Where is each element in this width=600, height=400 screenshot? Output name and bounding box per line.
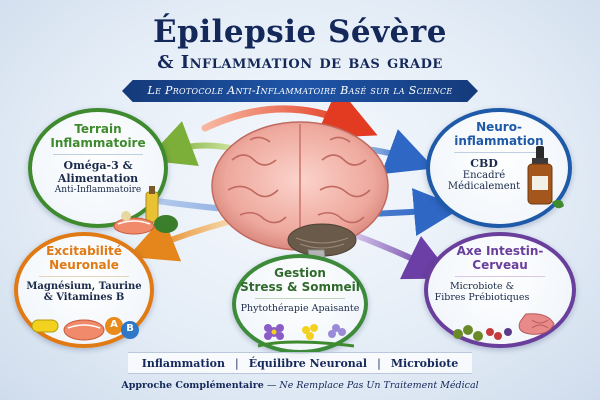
page-subtitle: & Inflammation de bas grade — [157, 52, 443, 73]
legend-microbiote: Microbiote — [390, 356, 459, 370]
protocol-banner: Le Protocole Anti-Inflammatoire Basé sur… — [122, 80, 478, 102]
arrow-red — [201, 87, 378, 139]
arrow-purple — [352, 232, 454, 280]
legend-separator: | — [234, 356, 239, 370]
vitamin-a-badge: A — [110, 319, 118, 330]
omega3-food-icon — [113, 186, 178, 235]
page-title: Épilepsie Sévère — [153, 14, 447, 50]
vitamin-b-badge: B — [126, 323, 134, 334]
node-terrain-line1: Oméga-3 & — [63, 159, 133, 172]
gut-microbiome-icon — [453, 313, 555, 341]
node-stress-line1: Phytothérapie Apaisante — [240, 303, 360, 314]
node-excit-line2: & Vitamines B — [43, 292, 125, 303]
node-axe-line1: Microbiote & — [449, 281, 515, 292]
node-terrain-line2: Alimentation — [57, 172, 139, 185]
node-axe-title-line1: Axe Intestin- — [456, 244, 544, 258]
node-axe-intestin-cerveau: Axe Intestin- Cerveau Microbiote & Fibre… — [424, 232, 576, 348]
node-axe-line2: Fibres Prébiotiques — [434, 292, 530, 303]
node-excit-title-line1: Excitabilité — [46, 244, 122, 258]
node-stress-title-line1: Gestion — [274, 266, 326, 280]
footer-disclaimer: Approche Complémentaire — Ne Remplace Pa… — [0, 380, 600, 391]
node-neuro-line3: Médicalement — [447, 181, 521, 192]
legend-equilibre-neuronal: Équilibre Neuronal — [248, 356, 368, 370]
legend-separator: | — [377, 356, 381, 370]
legend-inflammation: Inflammation — [141, 356, 225, 370]
node-terrain-title-line2: Inflammatoire — [50, 136, 146, 150]
node-neuro-line2: Encadré — [462, 170, 506, 181]
bottom-legend-bar: Inflammation | Équilibre Neuronal | Micr… — [128, 352, 472, 374]
node-neuro-line1: CBD — [470, 157, 498, 170]
cbd-dropper-bottle-icon — [527, 146, 564, 209]
brain-illustration — [211, 121, 389, 283]
node-axe-title-line2: Cerveau — [472, 258, 528, 272]
footer-prefix: Approche Complémentaire — [121, 380, 264, 391]
node-stress-title-line2: Stress & Sommeil — [240, 280, 360, 294]
supplements-icon — [31, 317, 139, 341]
node-terrain-title-line1: Terrain — [74, 122, 122, 136]
node-neuro-inflammation: Neuro- inflammation CBD Encadré Médicale… — [426, 108, 572, 228]
node-terrain-line3: Anti-Inflammatoire — [54, 185, 142, 195]
node-excit-title-line2: Neuronale — [49, 258, 119, 272]
footer-suffix: — Ne Remplace Pas Un Traitement Médical — [266, 380, 479, 391]
arrow-orange — [127, 216, 231, 262]
node-gestion-stress-sommeil: Gestion Stress & Sommeil Phytothérapie A… — [232, 254, 368, 354]
node-neuro-title-line2: inflammation — [454, 134, 544, 148]
node-excit-line1: Magnésium, Taurine — [26, 281, 142, 292]
node-excitabilite-neuronale: Excitabilité Neuronale Magnésium, Taurin… — [14, 232, 154, 348]
node-terrain-inflammatoire: Terrain Inflammatoire Oméga-3 & Alimenta… — [28, 108, 178, 235]
node-neuro-title-line1: Neuro- — [476, 120, 522, 134]
flowers-icon — [257, 324, 354, 348]
